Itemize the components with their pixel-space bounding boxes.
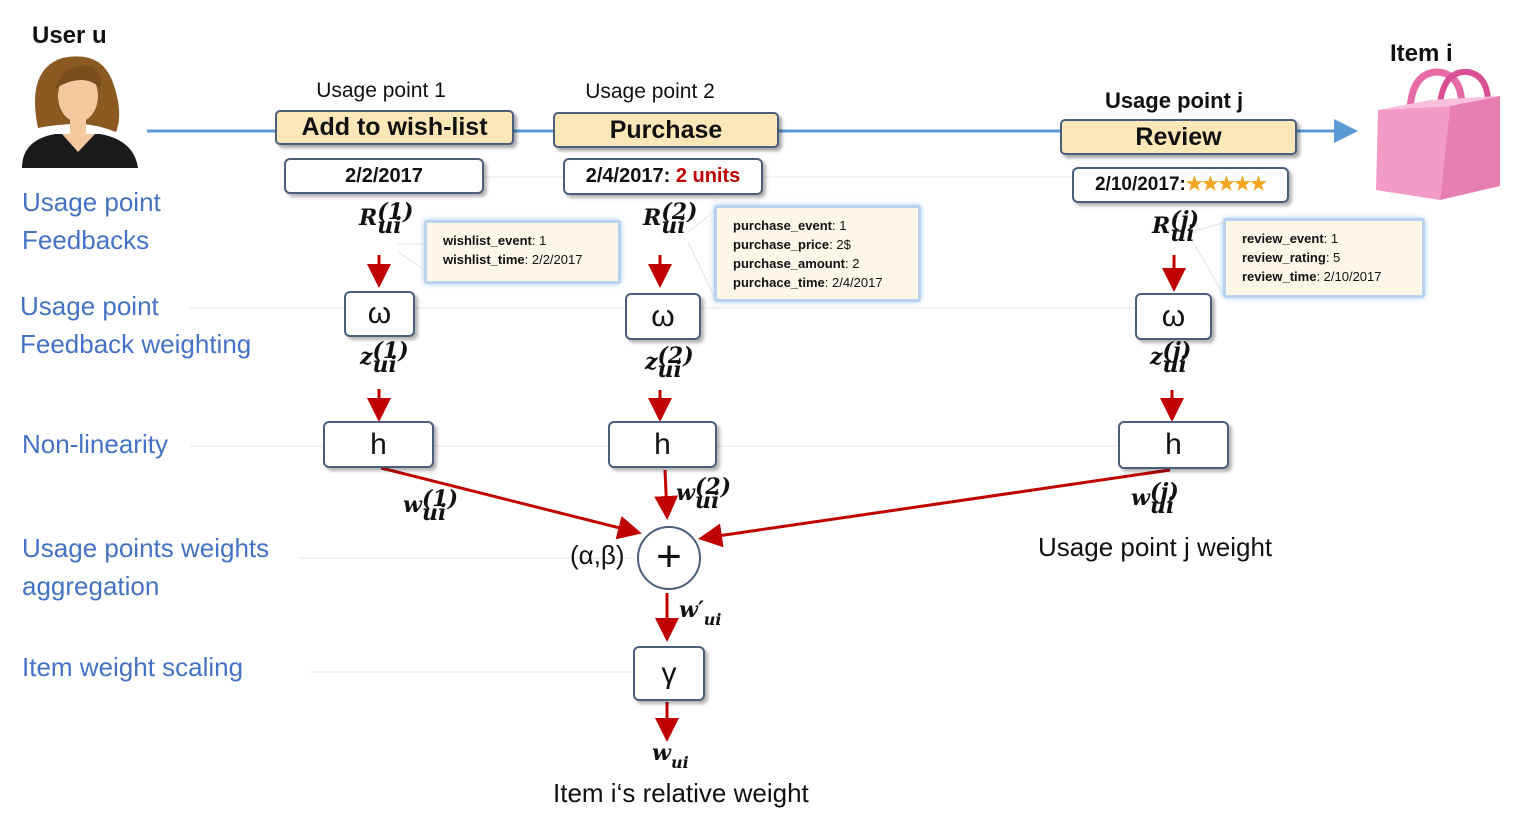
info-box-wishlist: wishlist_event: 1 wishlist_time: 2/2/201…: [424, 220, 621, 284]
h-box-1: h: [323, 421, 434, 468]
label-aggregation: Usage points weights aggregation: [22, 533, 270, 601]
omega-box-1: ω: [344, 291, 415, 337]
date-box-1: 2/2/2017: [284, 158, 484, 194]
item-title: Item i: [1390, 40, 1453, 67]
info-row: wishlist_time: 2/2/2017: [443, 252, 583, 267]
info-row: review_rating: 5: [1242, 250, 1341, 265]
info-box-review: review_event: 1 review_rating: 5 review_…: [1223, 218, 1425, 298]
info-row: purchase_amount: 2: [733, 256, 860, 271]
label-non-linearity: Non-linearity: [22, 429, 168, 459]
user-avatar: [22, 56, 138, 168]
action-add-to-wishlist: Add to wish-list: [275, 110, 514, 145]
usage-point-1-label: Usage point 1: [316, 79, 446, 102]
alpha-beta-label: (α,β): [570, 540, 625, 570]
z-ui-j-symbol: z(j)ui: [1150, 338, 1192, 378]
info-box-purchase: purchase_event: 1 purchase_price: 2$ pur…: [714, 205, 921, 302]
user-title: User u: [32, 22, 107, 49]
units-value: 2 units: [675, 165, 741, 187]
info-row: review_time: 2/10/2017: [1242, 269, 1382, 284]
label-feedback-weighting: Usage point Feedback weighting: [20, 291, 252, 359]
gamma-box: γ: [633, 646, 705, 701]
usage-point-j-label: Usage point j: [1104, 88, 1244, 113]
r-ui-2-symbol: R(2)ui: [643, 199, 698, 239]
date-value: 2/2/2017: [345, 165, 423, 187]
w-ui-j-symbol: w(j)ui: [1131, 479, 1179, 519]
label-feedbacks: Usage point Feedbacks: [22, 187, 161, 255]
sum-node: +: [637, 526, 701, 590]
info-row: review_event: 1: [1242, 231, 1339, 246]
date-value: 2/10/2017:: [1094, 174, 1186, 195]
r-ui-j-symbol: R(j)ui: [1152, 207, 1200, 247]
h-box-j: h: [1118, 421, 1229, 469]
h-box-2: h: [608, 421, 717, 468]
shopping-bag-image: [1376, 68, 1500, 200]
usage-point-j-weight-caption: Usage point j weight: [1038, 532, 1273, 562]
w-ui-final-symbol: wui: [652, 740, 689, 772]
info-row: purchase_event: 1: [733, 218, 847, 233]
rating-stars: ★★★★★: [1185, 174, 1267, 195]
date-value: 2/4/2017:: [585, 165, 671, 187]
flow-arrows: [367, 255, 1186, 742]
info-row: purchace_time: 2/4/2017: [733, 275, 883, 290]
action-review: Review: [1060, 119, 1297, 155]
omega-box-2: ω: [625, 293, 701, 340]
w-prime-ui-symbol: w′ui: [679, 597, 722, 629]
action-purchase: Purchase: [553, 112, 779, 148]
omega-box-j: ω: [1135, 293, 1212, 340]
w-ui-1-symbol: w(1)ui: [403, 486, 459, 526]
label-item-weight-scaling: Item weight scaling: [22, 652, 244, 682]
z-ui-1-symbol: z(1)ui: [360, 338, 409, 378]
item-relative-weight-caption: Item i‘s relative weight: [553, 778, 809, 808]
date-box-2: 2/4/2017: 2 units: [563, 158, 763, 195]
r-ui-1-symbol: R(1)ui: [359, 199, 414, 239]
z-ui-2-symbol: z(2)ui: [645, 343, 694, 383]
date-box-j: 2/10/2017:★★★★★: [1072, 167, 1289, 203]
usage-point-2-label: Usage point 2: [585, 80, 715, 103]
info-row: wishlist_event: 1: [443, 233, 547, 248]
info-row: purchase_price: 2$: [733, 237, 851, 252]
w-ui-2-symbol: w(2)ui: [676, 474, 732, 514]
